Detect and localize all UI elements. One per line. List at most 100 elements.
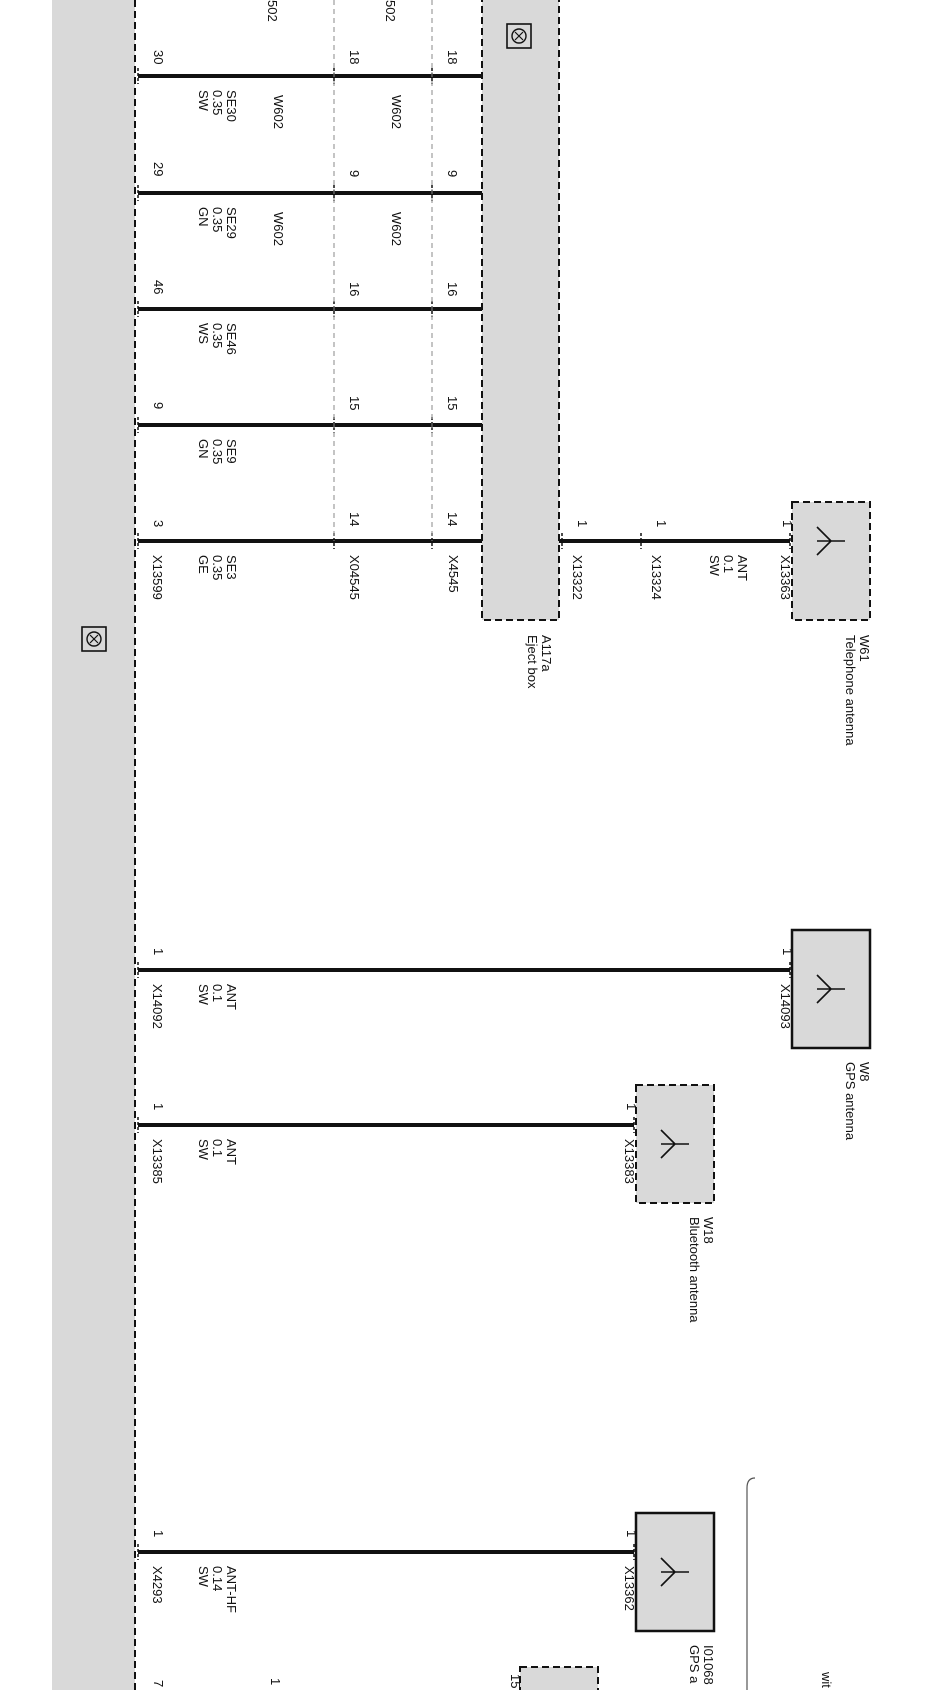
wire-color: GE	[196, 555, 211, 574]
antenna-id: W18	[701, 1217, 716, 1244]
antenna-pin: 1	[624, 1530, 639, 1537]
antenna-pin: 1	[654, 520, 669, 527]
wire-gauge: 0.35	[210, 439, 225, 464]
wire-color: GN	[196, 207, 211, 227]
pin-fragment: 1	[268, 1678, 283, 1685]
wire-signal: SE29	[224, 207, 239, 239]
eject-box-name: Eject box	[525, 635, 540, 689]
signal-wire: 30 18 18 SE30 0.35 SW W602 W602	[137, 50, 482, 129]
wire-signal: ANT	[224, 1139, 239, 1165]
connector-label: X13385	[150, 1139, 165, 1184]
wire-signal: ANT	[735, 555, 750, 581]
wire-signal: ANT	[224, 984, 239, 1010]
wire-code: W602	[389, 95, 404, 129]
antenna-name: GPS antenna	[843, 1062, 858, 1141]
main-pin: 3	[151, 520, 166, 527]
pin-fragment: 7	[151, 1680, 166, 1687]
signal-wire: 3 14 14 SE3 0.35 GE	[137, 512, 482, 580]
wire-gauge: 0.35	[210, 207, 225, 232]
bus-icon	[81, 626, 107, 652]
main-pin: 9	[151, 402, 166, 409]
wire-code: W602	[389, 212, 404, 246]
option-bracket	[746, 1477, 756, 1690]
wire-signal: SE9	[224, 439, 239, 464]
connector-label: X13599	[150, 555, 165, 600]
main-pin: 29	[151, 162, 166, 176]
gps-hf-antenna: 1 1 X4293 X13362 ANT-HF 0.14 SW I01068 G…	[137, 1511, 716, 1685]
mid-pin: 18	[347, 50, 362, 64]
eject-box-id: A117a	[539, 635, 554, 672]
main-unit	[52, 0, 136, 1690]
mid-pin: 9	[347, 170, 362, 177]
wire-gauge: 0.1	[721, 555, 736, 573]
box-pin: 14	[445, 512, 460, 526]
wire-signal: SE3	[224, 555, 239, 580]
connector-label: X04545	[347, 555, 362, 600]
connector-label: X13324	[649, 555, 664, 600]
wire-gauge: 0.35	[210, 323, 225, 348]
wire-color: SW	[707, 555, 722, 577]
main-pin: 30	[151, 50, 166, 64]
partial-component: 15 1 7 wit	[151, 1666, 834, 1690]
wire-gauge: 0.35	[210, 90, 225, 115]
wire-color: WS	[196, 323, 211, 344]
signal-wire: 9 15 15 SE9 0.35 GN	[137, 396, 482, 464]
wire-gauge: 0.1	[210, 1139, 225, 1157]
wire-color: SW	[196, 90, 211, 112]
antenna-id: W61	[857, 635, 872, 662]
top-fragment: 502	[383, 0, 398, 22]
antenna-pin: 1	[151, 1530, 166, 1537]
connector-label: X4293	[150, 1566, 165, 1604]
wire-signal: SE46	[224, 323, 239, 355]
connector-label: X4545	[446, 555, 461, 593]
antenna-pin: 1	[780, 520, 795, 527]
antenna-icon	[816, 974, 845, 1004]
connector-label: X13363	[778, 555, 793, 600]
wire-signal: SE30	[224, 90, 239, 122]
wire-gauge: 0.14	[210, 1566, 225, 1591]
wire-gauge: 0.35	[210, 555, 225, 580]
signal-wire: 46 16 16 SE46 0.35 WS	[137, 280, 482, 355]
connector-label: X13362	[622, 1566, 637, 1611]
wire-signal: ANT-HF	[224, 1566, 239, 1613]
main-pin: 46	[151, 280, 166, 294]
antenna-id: W8	[857, 1062, 872, 1082]
mid-pin: 16	[347, 282, 362, 296]
pin-fragment: 15	[508, 1674, 523, 1688]
box-pin: 16	[445, 282, 460, 296]
harness-separators	[333, 0, 433, 541]
wire-color: GN	[196, 439, 211, 459]
antenna-icon	[660, 1557, 689, 1587]
antenna-pin: 1	[624, 1103, 639, 1110]
wire-color: SW	[196, 1566, 211, 1588]
eject-box: A117a Eject box	[481, 0, 560, 689]
wire-code: W602	[271, 95, 286, 129]
mid-pin: 15	[347, 396, 362, 410]
box-pin: 18	[445, 50, 460, 64]
connector-label: X14093	[778, 984, 793, 1029]
box-pin: 15	[445, 396, 460, 410]
top-fragment: 502	[265, 0, 280, 22]
mid-pin: 14	[347, 512, 362, 526]
antenna-icon	[816, 526, 845, 556]
wire-gauge: 0.1	[210, 984, 225, 1002]
wire-color: SW	[196, 1139, 211, 1161]
antenna-pin: 1	[575, 520, 590, 527]
gps-antenna: 1 1 X14092 X14093 ANT 0.1 SW W8 GPS ante…	[137, 928, 872, 1141]
wire-color: SW	[196, 984, 211, 1006]
antenna-name: Telephone antenna	[843, 635, 858, 746]
connector-label: X14092	[150, 984, 165, 1029]
antenna-pin: 1	[151, 948, 166, 955]
bus-icon	[506, 23, 532, 49]
antenna-pin: 1	[151, 1103, 166, 1110]
antenna-name: GPS a	[687, 1645, 702, 1684]
connector-label: X13322	[570, 555, 585, 600]
connector-label: X13383	[622, 1139, 637, 1184]
signal-wire: 29 9 9 SE29 0.35 GN W602 W602	[137, 162, 482, 246]
bluetooth-antenna: 1 1 X13385 X13383 ANT 0.1 SW W18 Bluetoo…	[137, 1084, 716, 1323]
antenna-name: Bluetooth antenna	[687, 1217, 702, 1323]
box-pin: 9	[445, 170, 460, 177]
telephone-antenna: X13322 X13324 X13363 1 1 1 ANT 0.1 SW W6…	[559, 501, 872, 746]
antenna-icon	[660, 1129, 689, 1159]
